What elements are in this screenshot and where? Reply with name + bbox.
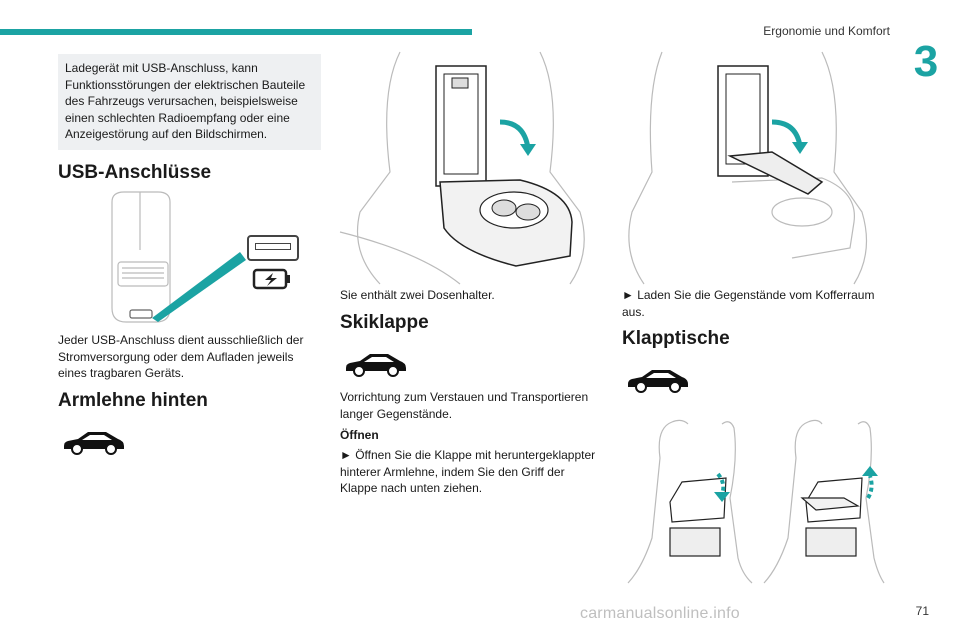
skiklappe-illustration [628, 51, 868, 285]
usb-console-illustration [111, 191, 246, 323]
page-number: 71 [915, 604, 929, 618]
open-text: ► Öffnen Sie die Klappe mit heruntergekl… [340, 448, 596, 495]
usb-text: Jeder USB-Anschluss dient ausschließlich… [58, 333, 304, 380]
warning-note: Ladegerät mit USB-Anschluss, kann Funkti… [58, 54, 321, 150]
usb-heading: USB-Anschlüsse [58, 162, 212, 183]
skiklappe-text: Vorrichtung zum Verstauen und Transporti… [340, 390, 589, 421]
chapter-number: 3 [913, 37, 939, 86]
usb-port-icon [247, 235, 299, 261]
watermark: carmanualsonline.info [580, 605, 740, 622]
armrest-heading: Armlehne hinten [58, 390, 208, 411]
suv-side-icon [628, 370, 688, 393]
load-text: ► Laden Sie die Gegenstände vom Kofferra… [622, 288, 875, 319]
armrest-caption: Sie enthält zwei Dosenhalter. [340, 288, 495, 302]
section-title: Ergonomie und Komfort [763, 24, 890, 38]
battery-charge-icon [252, 268, 290, 290]
suv-side-icon [64, 432, 124, 455]
open-subheading: Öffnen [340, 428, 379, 442]
armrest-illustration [339, 51, 585, 285]
klapptische-heading: Klapptische [622, 328, 730, 349]
header-accent-bar [0, 29, 472, 35]
folding-table-illustration [627, 419, 885, 584]
skiklappe-heading: Skiklappe [340, 312, 429, 333]
suv-side-icon [346, 354, 406, 377]
